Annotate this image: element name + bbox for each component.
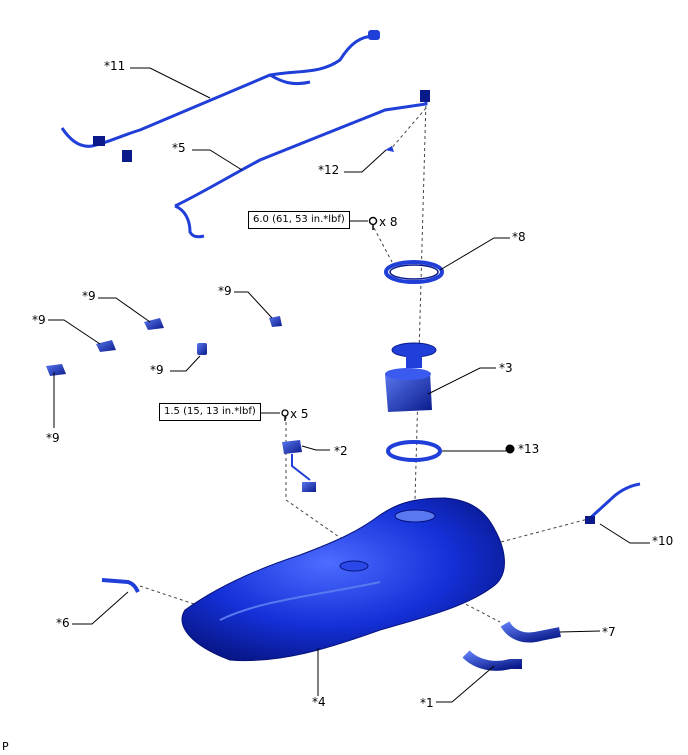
callout-9: *9 <box>150 363 164 377</box>
part-3-fuel-pump <box>385 342 437 412</box>
callout-13: *13 <box>518 442 539 456</box>
torque-spec-box: 1.5 (15, 13 in.*lbf) <box>159 403 261 421</box>
callout-6: *6 <box>56 616 70 630</box>
part-6-hose <box>101 578 140 593</box>
callout-12: *12 <box>318 163 339 177</box>
torque-spec-box: 6.0 (61, 53 in.*lbf) <box>248 211 350 229</box>
part-7-hose <box>500 621 561 643</box>
callout-9: *9 <box>46 431 60 445</box>
callout-2: *2 <box>334 444 348 458</box>
torque-qty: x 8 <box>379 215 398 229</box>
part-5-fuel-tube <box>174 90 430 239</box>
part-10-tube <box>585 482 641 524</box>
torque-qty: x 5 <box>290 407 309 421</box>
callout-11: *11 <box>104 59 125 73</box>
apply-fluid-marker <box>505 444 515 454</box>
callout-5: *5 <box>172 141 186 155</box>
callout-1: *1 <box>420 696 434 710</box>
callout-3: *3 <box>499 361 513 375</box>
callout-9: *9 <box>218 284 232 298</box>
callout-9: *9 <box>82 289 96 303</box>
part-12-clip <box>385 146 394 152</box>
part-11-fuel-tube <box>60 30 380 162</box>
bolt-icon <box>281 409 289 421</box>
part-1-hose <box>462 650 522 671</box>
part-8-retainer-ring <box>384 260 444 284</box>
part-9-clips <box>46 316 282 376</box>
bolt-icon <box>368 216 378 230</box>
part-4-fuel-tank <box>181 497 505 662</box>
callout-4: *4 <box>312 695 326 709</box>
part-2-sender-gauge <box>282 440 316 492</box>
leader-lines <box>48 67 650 703</box>
callout-7: *7 <box>602 625 616 639</box>
callout-10: *10 <box>652 534 673 548</box>
callout-8: *8 <box>512 230 526 244</box>
part-13-gasket <box>386 440 442 462</box>
callout-9: *9 <box>32 313 46 327</box>
footer-code: P <box>2 740 9 753</box>
